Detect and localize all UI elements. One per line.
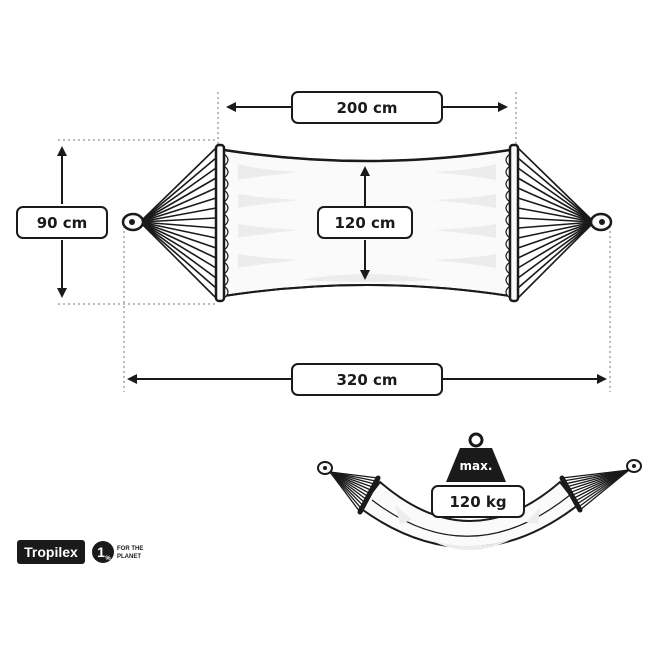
suspension-string <box>139 221 217 229</box>
tropilex-logo: Tropilex <box>17 540 85 564</box>
end-ring-left <box>121 212 145 232</box>
suspension-string <box>139 167 217 223</box>
end-ring-right <box>589 212 613 232</box>
suspension-string <box>517 221 595 299</box>
suspension-string <box>517 221 595 259</box>
suspension-string <box>139 221 217 289</box>
suspension-string <box>517 221 595 239</box>
suspension-strings-right <box>517 147 595 299</box>
suspension-string <box>139 217 217 223</box>
suspension-string <box>139 147 217 223</box>
suspension-string <box>517 221 595 269</box>
svg-text:120 kg: 120 kg <box>449 493 506 511</box>
suspension-string <box>517 207 595 223</box>
dimension-arrows <box>57 102 607 384</box>
suspension-string <box>139 221 217 259</box>
suspension-string <box>517 221 595 289</box>
suspension-string <box>517 177 595 223</box>
suspension-strings-left <box>139 147 217 299</box>
hammock-side-view <box>317 459 642 550</box>
one-percent-planet-logo: 1 % FOR THE PLANET <box>92 541 143 563</box>
suspension-string <box>139 221 217 269</box>
side-strings-right <box>561 469 630 511</box>
side-string <box>579 469 630 511</box>
svg-text:120 cm: 120 cm <box>334 214 395 232</box>
svg-text:FOR THE: FOR THE <box>117 546 143 552</box>
suspension-string <box>139 221 217 279</box>
suspension-string <box>517 157 595 223</box>
svg-text:90 cm: 90 cm <box>37 214 88 232</box>
suspension-string <box>139 157 217 223</box>
suspension-string <box>139 187 217 223</box>
fabric-folds <box>238 164 496 282</box>
dim-label-200: 200 cm <box>291 91 443 124</box>
side-spreader-left <box>357 475 381 515</box>
extension-lines <box>58 92 611 392</box>
suspension-string <box>139 197 217 223</box>
suspension-string <box>517 217 595 223</box>
suspension-string <box>139 221 217 249</box>
side-fabric-shading <box>395 505 540 550</box>
suspension-string <box>139 207 217 223</box>
spreader-bar-left <box>214 143 226 303</box>
side-strings-left <box>329 471 379 513</box>
side-string <box>329 471 361 513</box>
suspension-string <box>517 167 595 223</box>
suspension-string <box>139 177 217 223</box>
svg-text:max.: max. <box>460 459 493 473</box>
svg-text:Tropilex: Tropilex <box>24 544 78 560</box>
weight-icon: max. <box>446 432 506 482</box>
side-spreader-right <box>559 475 583 513</box>
suspension-string <box>517 147 595 223</box>
svg-text:200 cm: 200 cm <box>336 99 397 117</box>
suspension-string <box>517 221 595 249</box>
svg-text:PLANET: PLANET <box>117 554 141 560</box>
suspension-string <box>139 221 217 299</box>
suspension-string <box>139 221 217 239</box>
weight-value-label: 120 kg <box>431 485 525 518</box>
dim-label-320: 320 cm <box>291 363 443 396</box>
suspension-string <box>517 221 595 229</box>
suspension-string <box>517 187 595 223</box>
suspension-string <box>517 197 595 223</box>
suspension-string <box>517 221 595 279</box>
dim-label-120: 120 cm <box>317 206 413 239</box>
hammock-top-view <box>58 92 613 392</box>
svg-text:1: 1 <box>97 544 105 560</box>
svg-text:%: % <box>105 556 111 562</box>
spreader-bar-right <box>508 143 520 303</box>
svg-text:320 cm: 320 cm <box>336 371 397 389</box>
dim-label-90: 90 cm <box>16 206 108 239</box>
